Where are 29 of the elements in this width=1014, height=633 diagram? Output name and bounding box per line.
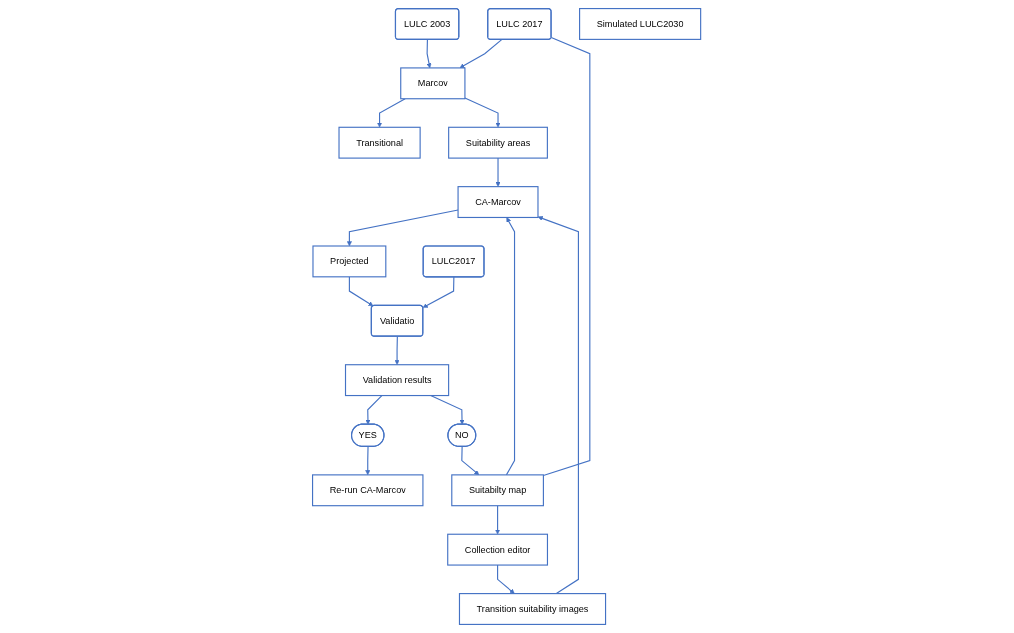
arrow [497, 564, 515, 594]
arrow [464, 97, 501, 128]
arrow [365, 446, 371, 476]
arrow [459, 39, 503, 69]
node-box: Suitability areas [448, 126, 549, 159]
arrow [394, 335, 400, 365]
arrow [495, 157, 501, 187]
arrow [377, 98, 407, 128]
arrow [426, 39, 432, 69]
arrow [349, 276, 374, 307]
node-box: Suitabilty map [451, 474, 545, 507]
arrow [365, 394, 383, 425]
arrow [506, 217, 516, 476]
node-box: Marcov [400, 67, 466, 100]
node-box: Simulated LULC2030 [579, 8, 702, 40]
node-box: Transitional [338, 126, 422, 159]
node-box: Re-run CA-Marcov [312, 474, 424, 507]
node-box: Projected [312, 245, 387, 278]
node-box: Validation results [345, 364, 450, 397]
node-box: CA-Marcov [457, 186, 539, 219]
node-box: Transition suitability images [459, 593, 607, 625]
arrow [347, 209, 459, 247]
arrow [430, 394, 465, 425]
node-box: Collection editor [447, 533, 549, 566]
arrow [538, 216, 580, 595]
arrow [495, 505, 501, 535]
arrow [423, 276, 455, 308]
arrow [461, 446, 480, 476]
connector [543, 37, 591, 477]
